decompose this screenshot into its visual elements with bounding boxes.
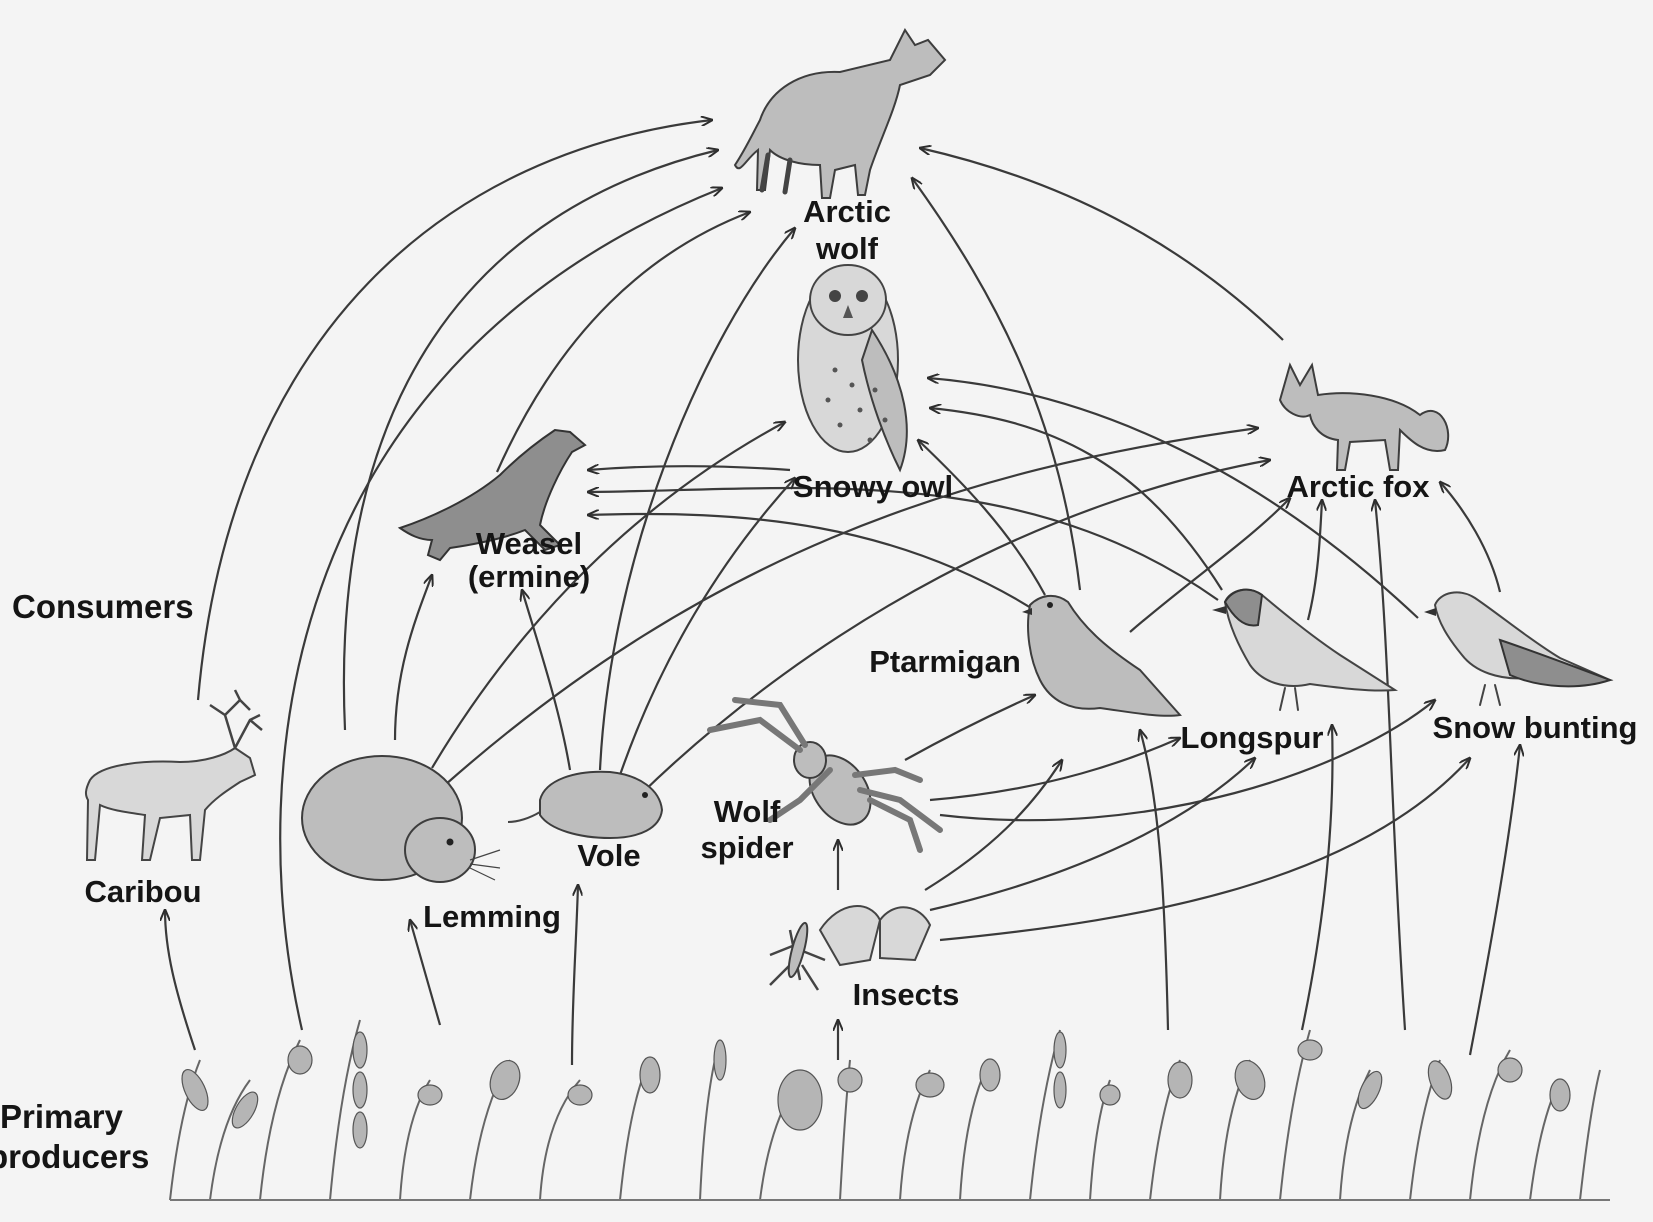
- label-weasel-2: (ermine): [468, 559, 590, 594]
- arrow-longspur-to-weasel: [588, 488, 1218, 600]
- arrow-producers-to-bunting: [1470, 745, 1520, 1055]
- arrow-insects-to-bunting: [940, 758, 1470, 940]
- arrow-lemming-to-weasel: [395, 575, 432, 740]
- arrow-insects-to-ptarmigan: [925, 760, 1062, 890]
- arrow-producers-to-lemming: [410, 920, 440, 1025]
- arrow-producers-to-caribou: [165, 910, 195, 1050]
- label-arctic-wolf-2: wolf: [815, 231, 879, 266]
- snow-bunting-figure: [1424, 592, 1610, 705]
- label-primary-producers-2: producers: [0, 1138, 149, 1175]
- snowy-owl-figure: [798, 265, 907, 470]
- arrow-bunting-to-fox: [1440, 482, 1500, 592]
- arrow-ptarmigan-to-owl: [918, 440, 1045, 595]
- arrow-caribou-to-wolf: [198, 120, 712, 700]
- arrow-spider-to-bunting: [940, 700, 1435, 820]
- arrow-longspur-to-fox: [1308, 500, 1322, 620]
- primary-producers-plants: [170, 1020, 1610, 1200]
- label-ptarmigan: Ptarmigan: [869, 644, 1021, 679]
- arrow-owl-to-weasel: [588, 466, 790, 470]
- label-snowy-owl: Snowy owl: [793, 469, 953, 504]
- caribou-figure: [86, 690, 262, 860]
- arrow-spider-to-ptarmigan: [905, 695, 1035, 760]
- arrow-insects-to-longspur: [930, 758, 1255, 910]
- ptarmigan-figure: [1022, 596, 1180, 716]
- arrow-weasel-to-wolf: [497, 212, 750, 472]
- arrow-producers-to-vole: [572, 885, 578, 1065]
- arrow-ptarmigan-to-wolf: [912, 178, 1080, 590]
- arrow-fox-to-wolf: [920, 148, 1283, 340]
- label-longspur: Longspur: [1181, 720, 1324, 755]
- arrow-lemming-to-owl: [432, 422, 785, 768]
- label-wolf-spider-2: spider: [700, 830, 793, 865]
- label-vole: Vole: [577, 838, 640, 873]
- arrow-ptarmigan-to-weasel: [588, 514, 1050, 620]
- vole-figure: [508, 772, 662, 838]
- arctic-fox-figure: [1280, 365, 1448, 470]
- label-consumers: Consumers: [12, 588, 194, 625]
- label-primary-producers-1: Primary: [0, 1098, 124, 1135]
- lemming-figure: [302, 756, 500, 882]
- arrow-vole-to-weasel: [522, 590, 570, 770]
- label-wolf-spider-1: Wolf: [714, 794, 781, 829]
- arrow-producers-to-fox: [1375, 500, 1405, 1030]
- arrow-lemming-to-wolf: [344, 150, 718, 730]
- arrow-vole-to-fox: [640, 460, 1270, 795]
- label-arctic-fox: Arctic fox: [1287, 469, 1431, 504]
- label-snow-bunting: Snow bunting: [1433, 710, 1638, 745]
- longspur-figure: [1212, 590, 1395, 710]
- arrow-producers-to-ptarmigan: [1140, 730, 1168, 1030]
- label-lemming: Lemming: [423, 899, 561, 934]
- label-arctic-wolf-1: Arctic: [803, 194, 891, 229]
- arctic-wolf-figure: [735, 30, 945, 198]
- label-caribou: Caribou: [84, 874, 201, 909]
- label-insects: Insects: [853, 977, 960, 1012]
- label-weasel-1: Weasel: [476, 526, 582, 561]
